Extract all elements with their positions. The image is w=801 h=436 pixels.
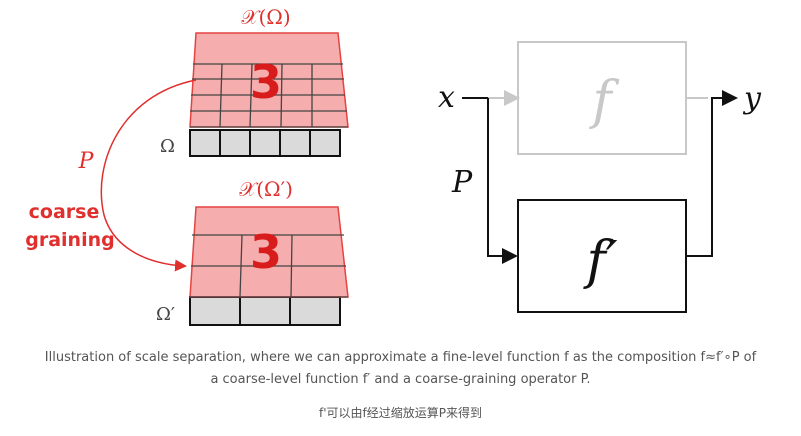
coarse-graining-text-line1: coarse [29, 201, 100, 223]
scale-separation-diagram: Ω 3 𝒳(Ω) Ω′ [25, 5, 762, 326]
fine-signal-label: 𝒳(Ω) [241, 5, 290, 29]
fine-signal-grid [189, 32, 349, 128]
coarse-domain-grid [189, 296, 341, 326]
fine-function-label: f [588, 71, 619, 131]
operator-p-label: P [451, 165, 473, 200]
coarse-graining-arrow [100, 79, 197, 272]
coarse-digit: 3 [250, 225, 282, 279]
coarse-signal-grid [189, 206, 349, 298]
fine-digit: 3 [250, 55, 282, 109]
arrow-x-to-f-prime [487, 98, 518, 264]
coarse-graining-operator-label: P [78, 149, 95, 174]
figure-subcaption: f'可以由f经过缩放运算P来得到 [319, 406, 482, 420]
arrow-f-prime-to-y [686, 90, 738, 257]
fine-domain-grid [189, 129, 341, 157]
output-y-label: y [742, 81, 762, 116]
coarse-graining-text-line2: graining [25, 229, 114, 251]
figure-caption: Illustration of scale separation, where … [44, 350, 757, 387]
coarse-domain-label: Ω′ [156, 304, 175, 325]
coarse-level-group: Ω′ 3 𝒳(Ω′) [156, 177, 349, 326]
fine-level-group: Ω 3 𝒳(Ω) [160, 5, 349, 157]
input-x-label: x [438, 80, 455, 115]
block-diagram: x f P f′ y [438, 41, 762, 313]
coarse-signal-label: 𝒳(Ω′) [239, 177, 293, 201]
fine-domain-label: Ω [160, 136, 175, 157]
coarse-function-label: f′ [582, 231, 617, 291]
